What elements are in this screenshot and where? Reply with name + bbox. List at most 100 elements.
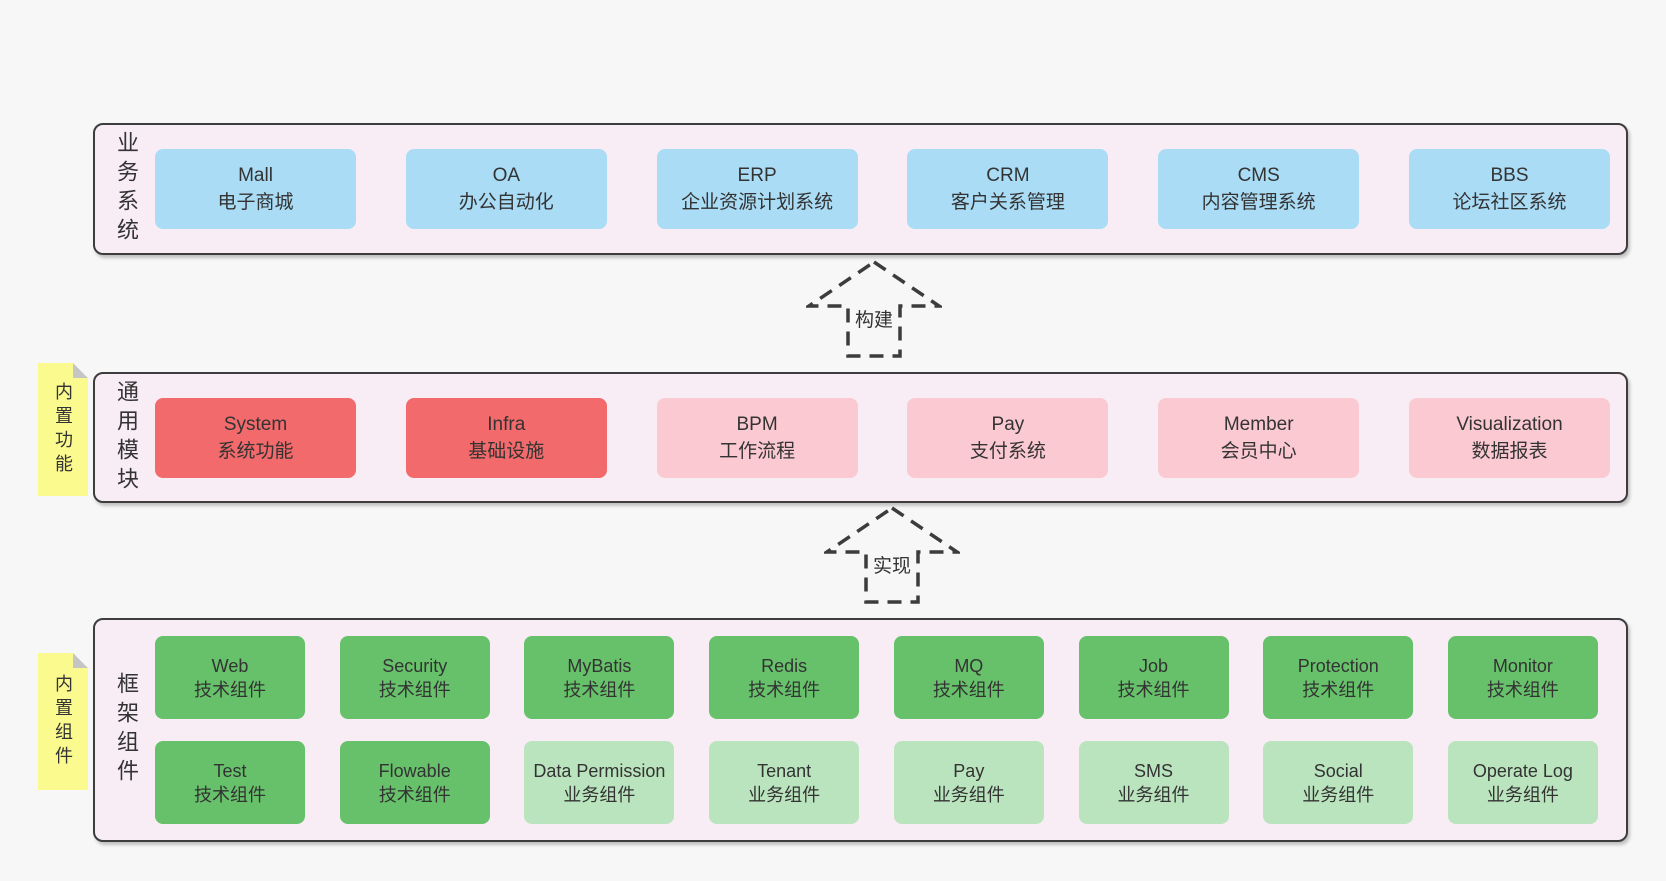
box-job: Job 技术组件: [1078, 636, 1229, 719]
box-zh-label: 技术组件: [563, 679, 636, 700]
box-zh-label: 业务组件: [1486, 784, 1559, 805]
band-label-text: 通用模块: [114, 379, 139, 496]
box-test: Test 技术组件: [155, 741, 305, 824]
box-zh-label: 基础设施: [468, 440, 545, 462]
box-en-label: Infra: [487, 413, 526, 435]
box-en-label: Operate Log: [1472, 760, 1573, 781]
box-en-label: CMS: [1237, 165, 1280, 186]
box-zh-label: 电子商城: [217, 192, 294, 213]
box-tenant: Tenant 业务组件: [709, 741, 860, 824]
box-en-label: System: [223, 413, 288, 435]
box-en-label: Pay: [991, 413, 1025, 435]
box-zh-label: 技术组件: [378, 679, 451, 700]
box-web: Web 技术组件: [155, 636, 305, 719]
box-bbs: BBS 论坛社区系统: [1408, 149, 1610, 229]
box-en-label: Security: [382, 655, 448, 676]
box-en-label: Monitor: [1492, 655, 1553, 676]
box-pay-biz: Pay 业务组件: [893, 741, 1044, 824]
box-zh-label: 会员中心: [1220, 440, 1297, 462]
implement-arrow-icon: 实现: [824, 505, 960, 605]
framework-row-1: Web 技术组件 Security 技术组件 MyBatis 技术组件 Redi…: [155, 636, 1598, 719]
framework-row-2: Test 技术组件 Flowable 技术组件 Data Permission …: [155, 741, 1598, 824]
box-en-label: BPM: [736, 413, 778, 435]
box-visualization: Visualization 数据报表: [1408, 397, 1610, 478]
box-en-label: Tenant: [757, 760, 812, 781]
box-zh-label: 业务组件: [1302, 784, 1375, 805]
box-operate-log: Operate Log 业务组件: [1447, 741, 1598, 824]
box-zh-label: 论坛社区系统: [1452, 192, 1567, 213]
box-zh-label: 业务组件: [1117, 784, 1190, 805]
box-monitor: Monitor 技术组件: [1447, 636, 1598, 719]
box-flowable: Flowable 技术组件: [339, 741, 490, 824]
box-data-permission: Data Permission 业务组件: [524, 741, 675, 824]
box-zh-label: 支付系统: [969, 440, 1046, 462]
arrow-label: 构建: [851, 305, 897, 332]
sticky-note-text: 内置组件: [53, 673, 73, 770]
band-label-text: 框架组件: [114, 672, 139, 788]
box-zh-label: 业务组件: [932, 784, 1005, 805]
box-en-label: Pay: [953, 760, 985, 781]
sticky-note-builtin-components: 内置组件: [38, 653, 88, 790]
box-en-label: Mall: [238, 165, 273, 186]
build-arrow-icon: 构建: [806, 259, 942, 359]
box-zh-label: 工作流程: [719, 440, 796, 462]
box-zh-label: 技术组件: [1117, 679, 1190, 700]
box-zh-label: 技术组件: [194, 679, 266, 700]
box-bpm: BPM 工作流程: [656, 397, 858, 478]
box-en-label: Data Permission: [533, 760, 666, 781]
arrow-label: 实现: [869, 551, 915, 578]
box-en-label: Test: [213, 760, 247, 781]
box-oa: OA 办公自动化: [405, 149, 607, 229]
band-common-modules: 通用模块 System 系统功能 Infra 基础设施 BPM 工作流程 Pay…: [93, 372, 1628, 503]
box-zh-label: 技术组件: [932, 679, 1005, 700]
box-infra: Infra 基础设施: [405, 397, 607, 478]
box-mq: MQ 技术组件: [893, 636, 1044, 719]
box-mall: Mall 电子商城: [155, 149, 356, 229]
band-common-label: 通用模块: [103, 374, 149, 501]
box-social: Social 业务组件: [1263, 741, 1414, 824]
box-zh-label: 内容管理系统: [1201, 192, 1316, 213]
box-zh-label: 系统功能: [217, 440, 294, 462]
box-cms: CMS 内容管理系统: [1158, 149, 1360, 229]
box-sms: SMS 业务组件: [1078, 741, 1229, 824]
box-member: Member 会员中心: [1158, 397, 1360, 478]
box-zh-label: 技术组件: [748, 679, 821, 700]
box-en-label: Visualization: [1456, 413, 1563, 435]
band-label-text: 业务系统: [114, 131, 139, 247]
box-zh-label: 业务组件: [563, 784, 636, 805]
up-block-arrow-dashed-icon: [806, 259, 942, 358]
box-en-label: MyBatis: [567, 655, 632, 676]
box-zh-label: 企业资源计划系统: [681, 192, 834, 213]
sticky-note-text: 内置功能: [53, 381, 73, 478]
box-en-label: BBS: [1490, 165, 1529, 186]
box-en-label: Job: [1139, 655, 1169, 676]
band-common-content: System 系统功能 Infra 基础设施 BPM 工作流程 Pay 支付系统…: [155, 374, 1610, 501]
box-crm: CRM 客户关系管理: [907, 149, 1109, 229]
band-business-content: Mall 电子商城 OA 办公自动化 ERP 企业资源计划系统 CRM 客户关系…: [155, 125, 1610, 253]
box-en-label: Social: [1313, 760, 1363, 781]
box-zh-label: 技术组件: [1486, 679, 1559, 700]
box-en-label: Redis: [761, 655, 808, 676]
box-redis: Redis 技术组件: [709, 636, 860, 719]
up-block-arrow-dashed-icon: [824, 505, 960, 604]
band-business-label: 业务系统: [103, 125, 149, 253]
box-protection: Protection 技术组件: [1263, 636, 1414, 719]
band-business-systems: 业务系统 Mall 电子商城 OA 办公自动化 ERP 企业资源计划系统 CRM…: [93, 123, 1628, 255]
box-en-label: SMS: [1134, 760, 1174, 781]
box-pay: Pay 支付系统: [907, 397, 1109, 478]
box-zh-label: 技术组件: [194, 784, 266, 805]
box-zh-label: 办公自动化: [458, 192, 554, 213]
box-en-label: MQ: [954, 655, 984, 676]
box-erp: ERP 企业资源计划系统: [656, 149, 858, 229]
box-en-label: ERP: [737, 165, 777, 186]
sticky-note-builtin-features: 内置功能: [38, 363, 88, 496]
box-en-label: Web: [211, 655, 249, 676]
box-en-label: Protection: [1297, 655, 1379, 676]
box-en-label: Flowable: [378, 760, 451, 781]
band-framework-content: Web 技术组件 Security 技术组件 MyBatis 技术组件 Redi…: [155, 620, 1598, 840]
box-en-label: CRM: [986, 165, 1030, 186]
box-system: System 系统功能: [155, 397, 356, 478]
box-security: Security 技术组件: [339, 636, 490, 719]
box-zh-label: 技术组件: [1302, 679, 1375, 700]
